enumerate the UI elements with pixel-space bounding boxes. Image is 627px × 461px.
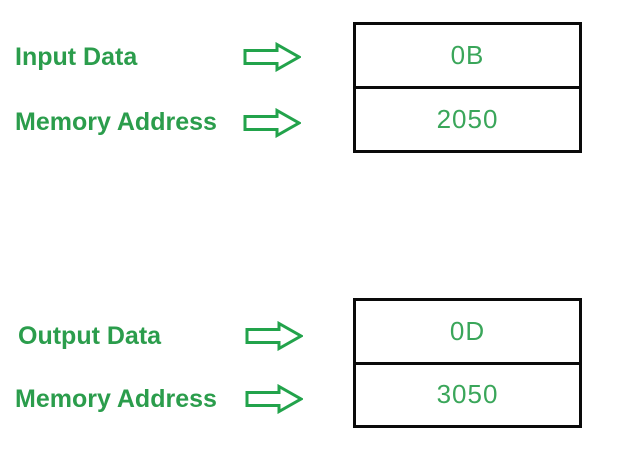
input-memory-address-cell: 2050 bbox=[356, 86, 579, 150]
output-data-cell: 0D bbox=[449, 315, 486, 346]
output-data-label: Output Data bbox=[18, 322, 162, 350]
arrow-right-icon bbox=[243, 42, 301, 72]
output-register-box: 0D 3050 bbox=[353, 298, 582, 428]
output-memory-address-label: Memory Address bbox=[15, 385, 217, 413]
arrow-right-icon bbox=[243, 108, 301, 138]
input-register-box: 0B 2050 bbox=[353, 22, 582, 153]
input-data-cell: 0B bbox=[450, 40, 485, 70]
output-memory-address-cell: 3050 bbox=[356, 361, 579, 426]
arrow-right-icon bbox=[245, 384, 303, 414]
input-memory-address-label: Memory Address bbox=[15, 108, 217, 136]
input-data-label: Input Data bbox=[15, 43, 138, 71]
arrow-right-icon bbox=[245, 321, 303, 351]
